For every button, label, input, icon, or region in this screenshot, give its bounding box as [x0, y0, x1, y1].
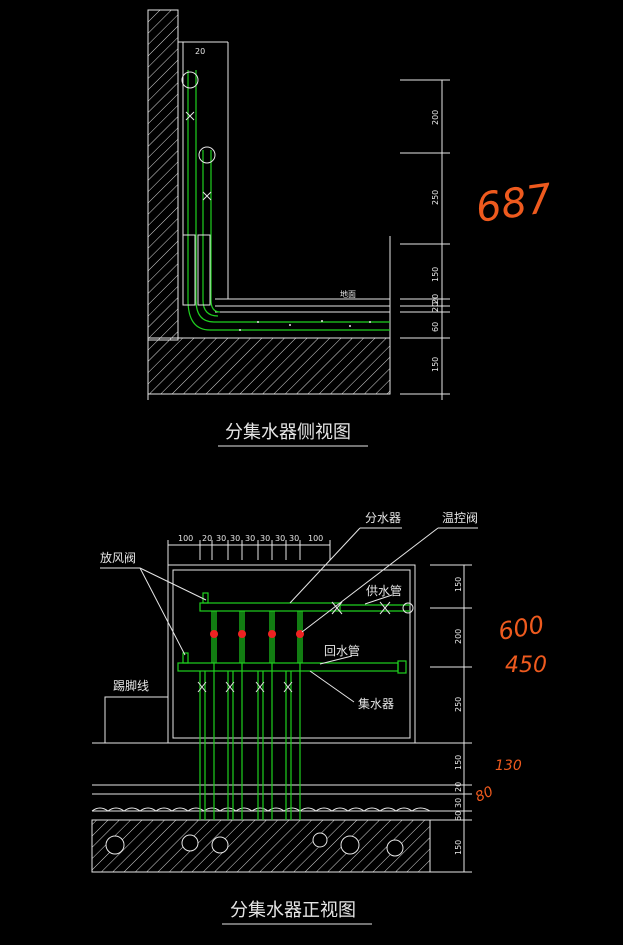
- label-supply-pipe: 供水管: [366, 583, 402, 598]
- side-dim: 200: [431, 110, 440, 125]
- side-dim: 250: [431, 190, 440, 205]
- side-dim: 20: [431, 294, 440, 304]
- temp-valve-icon: [210, 630, 218, 638]
- side-dim: 60: [431, 322, 440, 332]
- right-dim: 150: [454, 755, 463, 770]
- skirting: [104, 696, 169, 744]
- front-slab: [91, 819, 431, 873]
- front-view: 踢脚线: [91, 511, 478, 925]
- annotation-130: 130: [495, 758, 522, 774]
- top-dim: 100: [178, 534, 193, 543]
- gauge-icon: [181, 71, 199, 89]
- top-dim: 30: [216, 534, 226, 543]
- annotation-600: 600: [496, 610, 546, 646]
- annotation-450: 450: [505, 653, 547, 678]
- label-return-pipe: 回水管: [324, 643, 360, 658]
- right-dim: 150: [454, 840, 463, 855]
- top-dim: 100: [308, 534, 323, 543]
- supply-valve-icon: [379, 601, 391, 615]
- label-air-valve: 放风阀: [100, 550, 136, 565]
- right-dim: 60: [454, 811, 463, 821]
- distributor-bar: [199, 602, 341, 612]
- top-dim: 30: [245, 534, 255, 543]
- side-top-dim: 20: [195, 47, 205, 56]
- top-dim: 30: [260, 534, 270, 543]
- side-view-title: 分集水器侧视图: [225, 422, 351, 443]
- label-distributor: 分水器: [365, 511, 401, 525]
- right-dim: 250: [454, 697, 463, 712]
- side-slab: [147, 337, 391, 395]
- temp-valve-icon: [238, 630, 246, 638]
- side-dim: 150: [431, 357, 440, 372]
- annotation-80: 80: [473, 784, 496, 806]
- top-dim: 30: [289, 534, 299, 543]
- gauge-icon: [198, 146, 216, 164]
- annotation-687: 687: [473, 176, 556, 232]
- supply-valve-icon: [331, 601, 343, 615]
- collector-bar: [177, 662, 399, 672]
- top-dim: 30: [275, 534, 285, 543]
- top-dim: 30: [230, 534, 240, 543]
- side-dim: 150: [431, 267, 440, 282]
- label-temp-valve: 温控阀: [442, 511, 478, 525]
- right-dim: 20: [454, 782, 463, 792]
- label-collector: 集水器: [358, 696, 394, 711]
- supply-pipe-side: [187, 70, 390, 331]
- temp-valve-icon: [268, 630, 276, 638]
- right-dim: 30: [454, 798, 463, 808]
- front-view-title: 分集水器正视图: [230, 900, 356, 921]
- floor-label: 地面: [340, 289, 356, 299]
- label-skirting: 踢脚线: [113, 678, 149, 693]
- handwritten-annotations: 687 600 450 130 80: [473, 176, 556, 806]
- right-dim: 200: [454, 629, 463, 644]
- top-dim: 20: [202, 534, 212, 543]
- right-dim: 150: [454, 577, 463, 592]
- branch-pipes: [199, 611, 303, 820]
- side-view: 20 地面 200 250 150 20: [147, 9, 450, 447]
- temp-control-valves: [210, 630, 304, 638]
- side-wall: [147, 9, 179, 341]
- side-dim: 20: [431, 302, 440, 312]
